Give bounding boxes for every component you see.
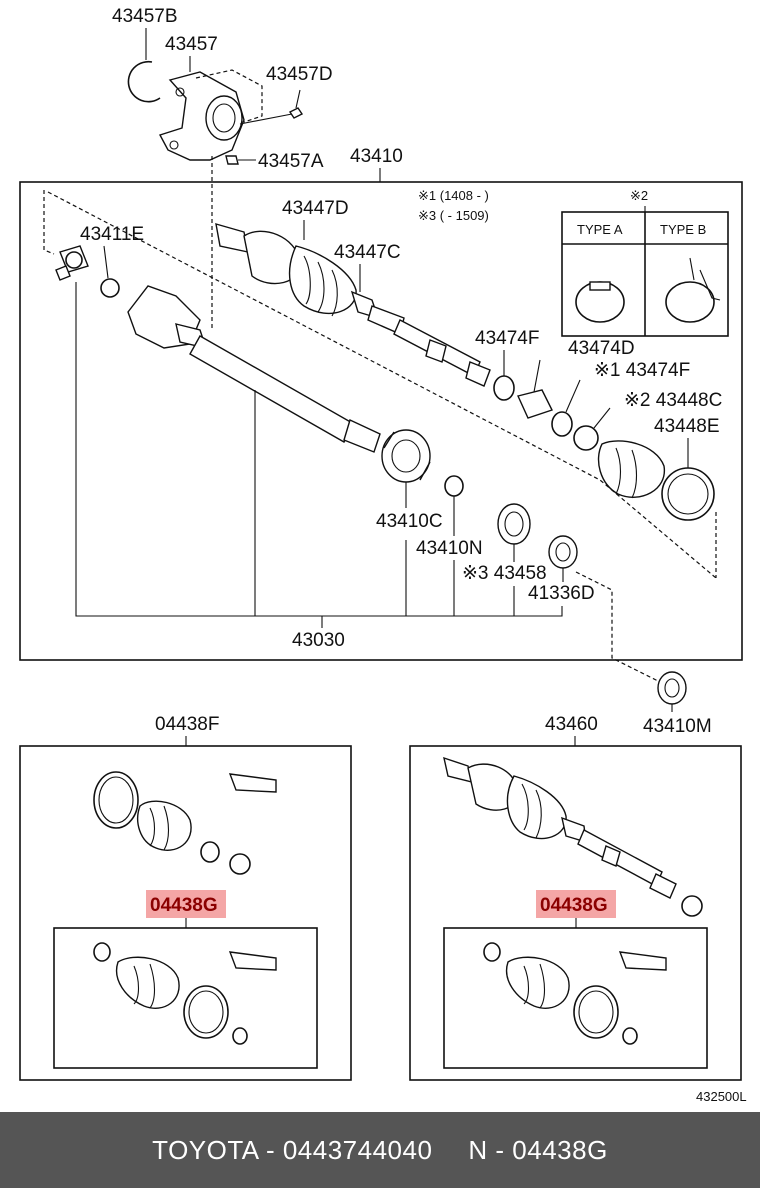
subkit-r-boot-icon bbox=[505, 956, 570, 1009]
inner-boot-icon bbox=[597, 440, 665, 498]
type-b-label: TYPE B bbox=[660, 222, 706, 237]
subkit-frame-right bbox=[443, 927, 708, 1069]
subkit-r-clamp-icon bbox=[483, 942, 501, 962]
subkit-circlip-icon bbox=[232, 1027, 248, 1045]
label-43030: 43030 bbox=[292, 630, 345, 651]
label-43457: 43457 bbox=[165, 34, 218, 55]
assembly-bracket-lines: 43030 bbox=[75, 282, 563, 651]
subkit-r-grease-icon bbox=[618, 951, 667, 971]
note-2: ※2 bbox=[630, 188, 648, 203]
clamp-type-b-icon bbox=[665, 281, 715, 323]
kit-clamp-small-2-icon bbox=[229, 853, 251, 875]
subkit-boot-icon bbox=[115, 956, 180, 1009]
highlight-right bbox=[536, 890, 616, 918]
inner-shaft: 43411E bbox=[43, 190, 717, 579]
dust-seal-icon bbox=[548, 535, 578, 569]
label-43448C: ※2 43448C bbox=[624, 390, 722, 411]
snap-ring-small-icon bbox=[493, 375, 515, 401]
assy-boot-icon bbox=[506, 775, 567, 840]
clamp-medium-icon bbox=[573, 425, 599, 451]
kit-clamp-small-icon bbox=[200, 841, 220, 863]
bolt-icon bbox=[288, 107, 304, 119]
outer-boot-icon bbox=[288, 245, 357, 315]
assy-shaft-icon bbox=[577, 829, 663, 887]
label-43474D: 43474D bbox=[568, 338, 635, 359]
highlight-left bbox=[146, 890, 226, 918]
label-43410M: 43410M bbox=[643, 716, 712, 737]
bearing-bracket-group: 43457B 43457 43457D 43457A bbox=[112, 6, 333, 330]
label-43457D: 43457D bbox=[266, 64, 333, 85]
kit-boot-icon bbox=[137, 800, 192, 851]
bolt-icon-2 bbox=[225, 155, 239, 165]
kit-frame-right bbox=[409, 745, 742, 1081]
footer-bar: TOYOTA - 0443744040 N - 04438G bbox=[0, 1112, 760, 1188]
clamp-small-icon bbox=[551, 411, 573, 437]
label-43411E: 43411E bbox=[80, 224, 144, 245]
label-43447D: 43447D bbox=[282, 198, 349, 219]
damper-icon bbox=[517, 389, 553, 419]
circlip-2-icon bbox=[444, 475, 464, 497]
outer-seal-43410M: 43410M bbox=[575, 571, 712, 737]
hub-seal-icon bbox=[657, 671, 687, 705]
shaft-assy-43460: 43460 04438G bbox=[409, 714, 742, 1081]
subkit-clamp-large-icon bbox=[183, 985, 229, 1039]
footer-part-number: N - 04438G bbox=[468, 1134, 608, 1165]
label-43447C: 43447C bbox=[334, 242, 401, 263]
label-43457B: 43457B bbox=[112, 6, 178, 27]
circlip-icon bbox=[100, 278, 120, 298]
snap-ring-icon bbox=[127, 60, 161, 103]
label-43410N: 43410N bbox=[416, 538, 483, 559]
boot-kit-04438F: 04438F 04438G bbox=[19, 714, 352, 1081]
subkit-r-circlip-icon bbox=[622, 1027, 638, 1045]
assy-circlip-icon bbox=[681, 895, 703, 917]
label-43460: 43460 bbox=[545, 714, 598, 735]
seal-icon bbox=[497, 503, 531, 545]
assembly-frame bbox=[19, 181, 743, 661]
kit-clamp-large-icon bbox=[93, 771, 139, 829]
small-parts-cluster: 43474F 43474D ※1 43474F ※2 43448C 43448E bbox=[475, 328, 722, 578]
boot-clamp-large-icon bbox=[661, 467, 715, 521]
label-43410: 43410 bbox=[350, 146, 403, 167]
subkit-clamp-icon bbox=[93, 942, 111, 962]
drive-shaft-assembly-box: 43410 ※1 (1408 - ) ※2 ※3 ( - 1509) TYPE … bbox=[19, 146, 743, 661]
label-43448E: 43448E bbox=[654, 416, 720, 437]
outer-cv-shaft: 43447D 43447C bbox=[215, 198, 491, 387]
diagram-ref: 432500L bbox=[696, 1089, 747, 1104]
note-1: ※1 (1408 - ) bbox=[418, 188, 489, 203]
kit-frame-left bbox=[19, 745, 352, 1081]
label-04438G-right: 04438G bbox=[540, 895, 608, 916]
subkit-frame-left bbox=[53, 927, 318, 1069]
bearings-seals: 43410C 43410N ※3 43458 41336D bbox=[376, 429, 595, 604]
label-43457A: 43457A bbox=[258, 151, 324, 172]
label-43474F-2: ※1 43474F bbox=[594, 360, 690, 381]
subkit-grease-icon bbox=[228, 951, 277, 971]
label-43474F: 43474F bbox=[475, 328, 539, 349]
subkit-r-clamp-large-icon bbox=[573, 985, 619, 1039]
label-04438G-left: 04438G bbox=[150, 895, 218, 916]
footer-brand-part: TOYOTA - 0443744040 bbox=[152, 1134, 433, 1165]
label-43410C: 43410C bbox=[376, 511, 443, 532]
note-3: ※3 ( - 1509) bbox=[418, 208, 489, 223]
inner-shaft-icon bbox=[189, 335, 355, 443]
label-41336D: 41336D bbox=[528, 583, 595, 604]
label-04438F: 04438F bbox=[155, 714, 219, 735]
tripod-icon bbox=[59, 245, 89, 273]
label-43458: ※3 43458 bbox=[462, 563, 547, 584]
type-box: TYPE A TYPE B bbox=[561, 206, 729, 337]
grease-tube-icon bbox=[228, 773, 277, 793]
type-a-label: TYPE A bbox=[577, 222, 623, 237]
